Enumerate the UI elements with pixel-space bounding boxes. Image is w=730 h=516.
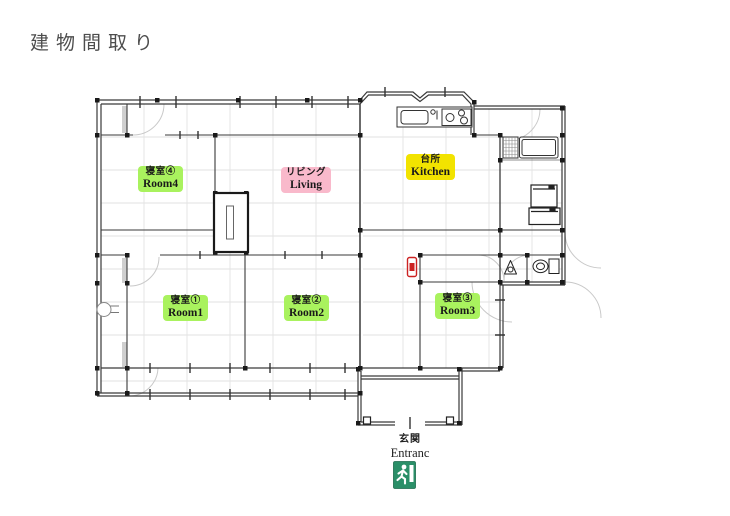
door-arc	[564, 281, 602, 319]
pillars	[95, 98, 565, 426]
label-living: リビング Living	[281, 167, 332, 194]
porch-posts	[362, 416, 455, 425]
sliding-partitions	[122, 106, 127, 367]
door-arc	[564, 231, 602, 269]
label-room3: 寝室③ Room3	[435, 293, 481, 320]
window-ticks	[139, 87, 505, 429]
bathroom	[502, 136, 559, 159]
exterior-walls	[96, 91, 566, 426]
interior-walls	[101, 104, 562, 393]
dryer-icon	[528, 207, 561, 226]
washing-machine-icon	[530, 184, 558, 208]
door-arcs	[128, 103, 602, 397]
door-arc	[508, 108, 541, 141]
label-room2: 寝室② Room2	[284, 295, 330, 322]
laundry-appliances	[528, 184, 561, 226]
emergency-exit-icon	[393, 461, 416, 489]
label-kitchen: 台所 Kitchen	[406, 154, 455, 181]
label-room4: 寝室④ Room4	[138, 166, 184, 193]
door-arc	[132, 103, 165, 136]
label-entrance: 玄関 Entranc	[390, 434, 430, 460]
closet	[212, 191, 250, 254]
wall-porthole-icon	[96, 302, 119, 317]
closet-sliding-door-icon	[226, 205, 234, 240]
fire-extinguisher-icon	[406, 256, 418, 278]
door-arc	[471, 281, 513, 323]
tatami-grid	[101, 104, 562, 393]
kitchen-sink-icon	[400, 110, 429, 125]
kitchen-counter	[396, 106, 473, 128]
label-room1: 寝室① Room1	[163, 295, 209, 322]
door-arc	[128, 367, 159, 397]
faucet-icon	[430, 109, 436, 115]
toilet-room	[504, 258, 560, 275]
page-title: 建物間取り	[30, 33, 161, 54]
door-arc	[129, 256, 160, 287]
toilet-tank-icon	[548, 258, 560, 274]
